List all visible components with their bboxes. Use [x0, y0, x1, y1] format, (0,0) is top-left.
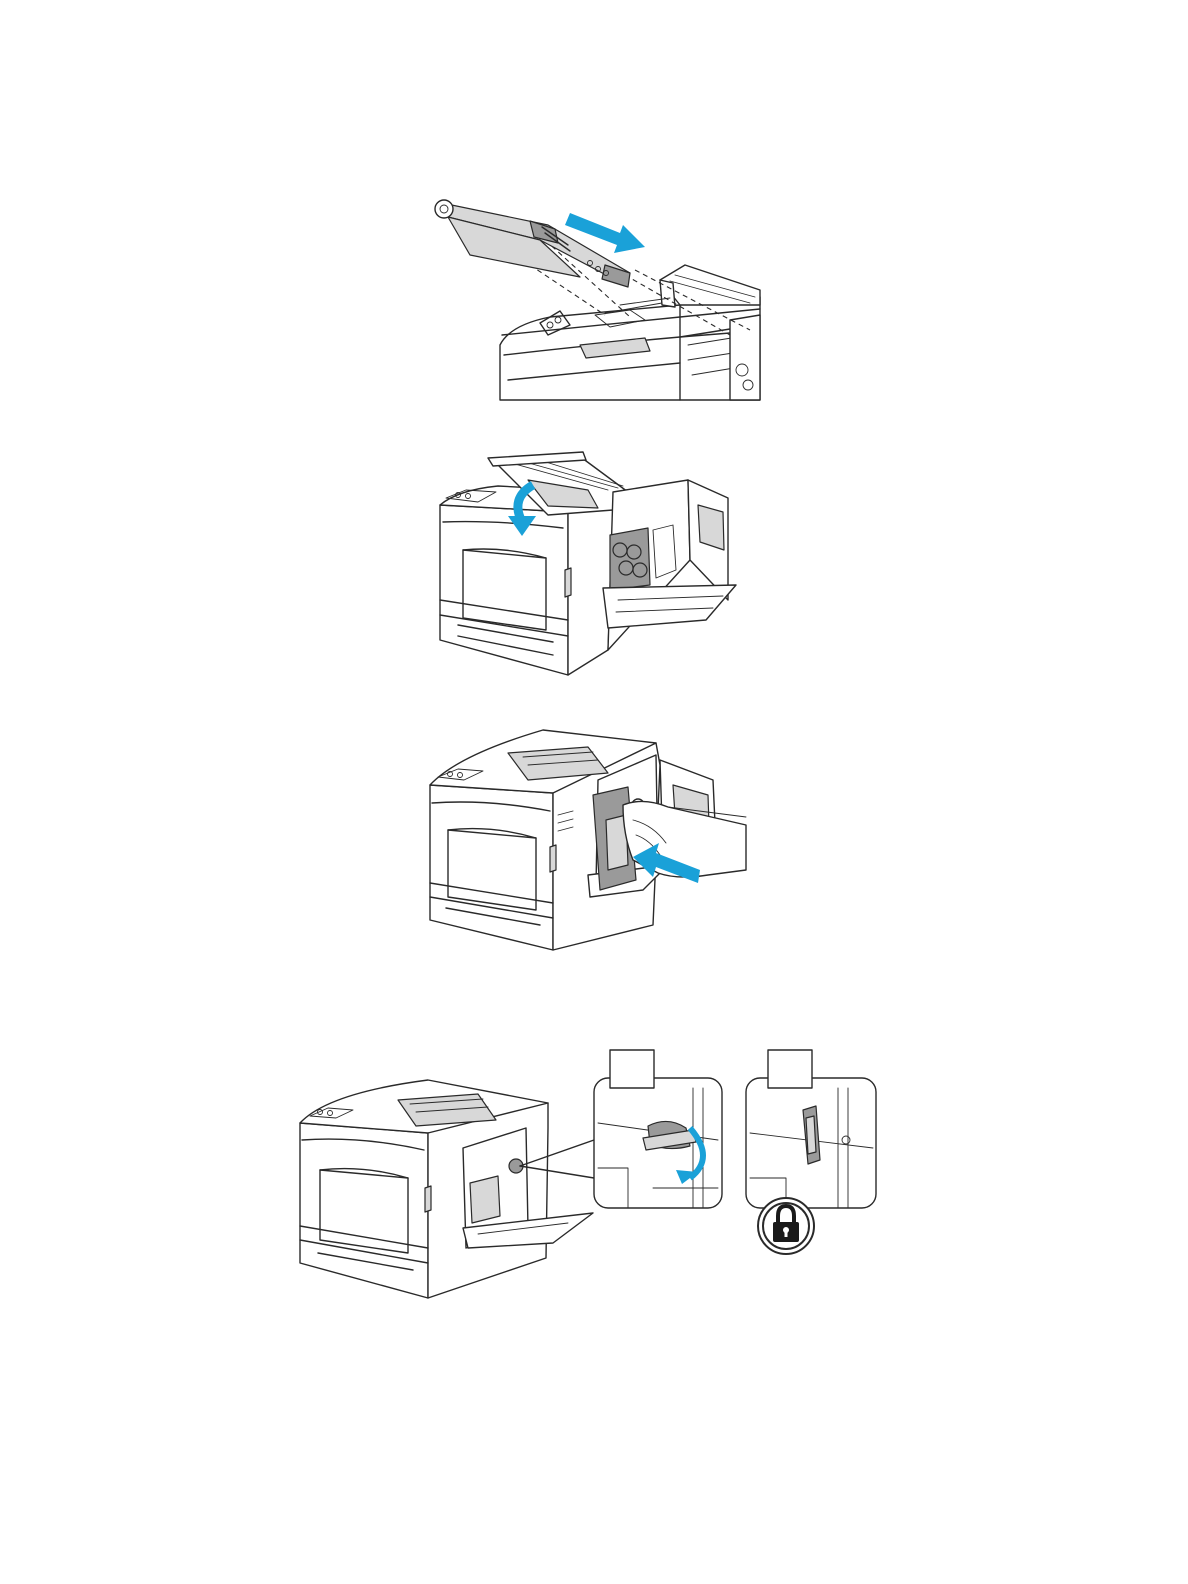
transfer-roller-part	[435, 200, 630, 287]
side-door-open	[603, 480, 736, 650]
callout-step-2	[746, 1050, 876, 1208]
figure-insert-waste-toner-cartridge	[428, 725, 753, 955]
figure-rotate-lock-lever	[298, 1048, 880, 1302]
figure-close-top-cover	[438, 450, 738, 678]
figure-insert-transfer-roller	[430, 185, 770, 405]
printer-body	[300, 1080, 593, 1298]
lock-icon	[758, 1198, 814, 1254]
printer-body	[440, 486, 613, 675]
callout-label-box-1	[610, 1050, 654, 1088]
printer-body	[500, 297, 760, 400]
callout-step-1	[594, 1050, 722, 1208]
callout-label-box-2	[768, 1050, 812, 1088]
rear-cover	[660, 265, 760, 307]
